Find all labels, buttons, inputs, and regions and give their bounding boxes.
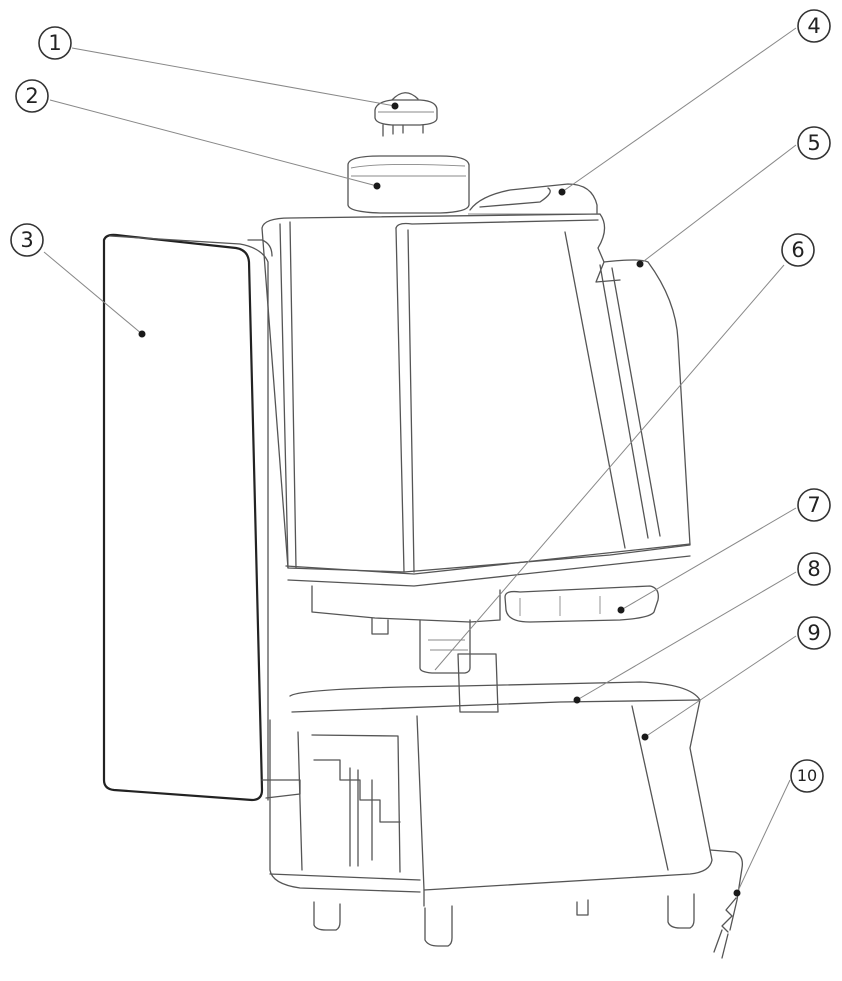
callout-1-label: 1 bbox=[48, 31, 62, 55]
part-1-top-cap bbox=[374, 92, 438, 137]
tank-underside bbox=[311, 585, 659, 674]
callout-10-label: 10 bbox=[796, 766, 818, 785]
part-2-top-collar bbox=[347, 155, 470, 214]
callout-5-label: 5 bbox=[807, 131, 821, 155]
base-tray bbox=[269, 681, 713, 947]
callout-6-label: 6 bbox=[791, 238, 805, 262]
part-3-side-panel bbox=[102, 233, 301, 802]
callout-4-label: 4 bbox=[807, 14, 821, 38]
center-stem bbox=[457, 653, 499, 713]
callout-3-label: 3 bbox=[20, 228, 34, 252]
callout-9-label: 9 bbox=[807, 621, 821, 645]
part-4-handle bbox=[468, 183, 598, 215]
callout-7-label: 7 bbox=[807, 493, 821, 517]
callout-2-label: 2 bbox=[25, 84, 39, 108]
callout-circles bbox=[10, 9, 831, 793]
part-10-power-cord bbox=[709, 849, 743, 959]
callout-dots bbox=[138, 102, 741, 897]
callout-8-label: 8 bbox=[807, 557, 821, 581]
leader-lines bbox=[43, 27, 797, 894]
tank-body bbox=[261, 213, 691, 587]
